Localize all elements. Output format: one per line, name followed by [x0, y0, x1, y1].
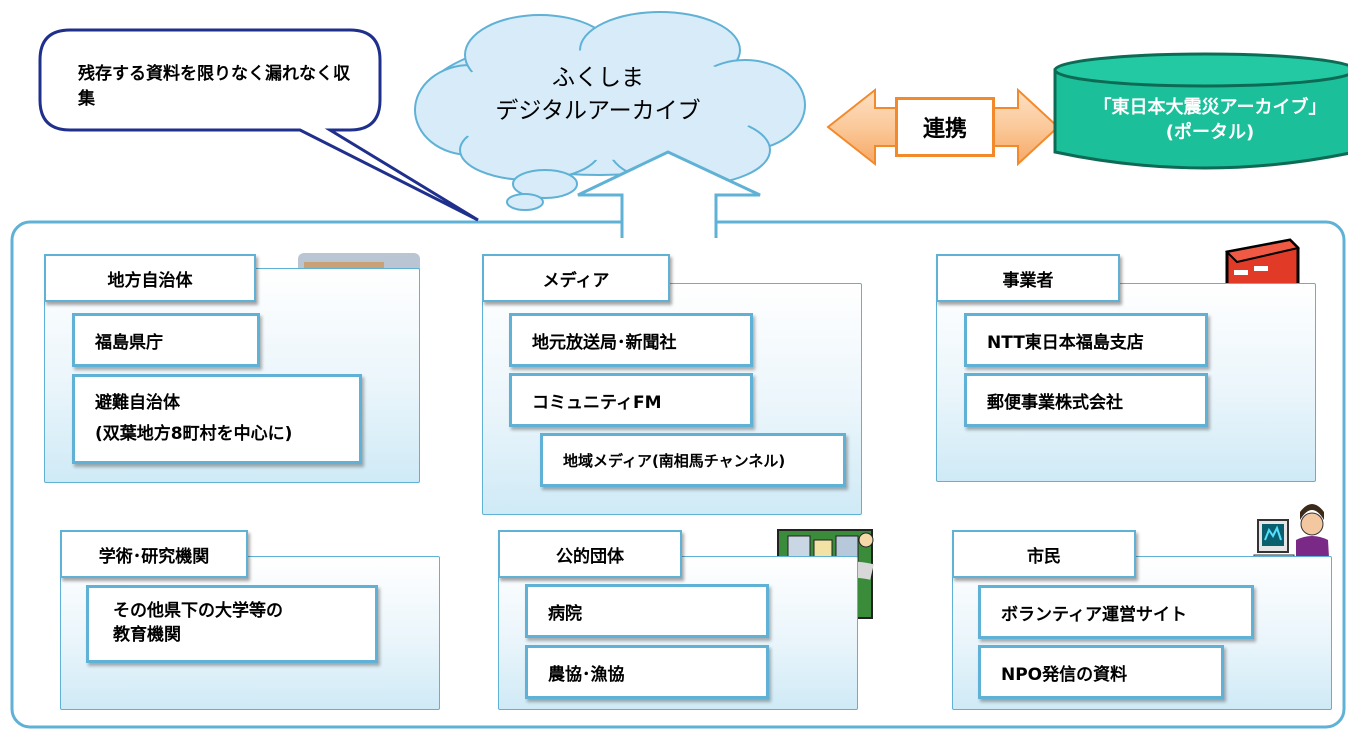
item-universities-line1: その他県下の大学等の [113, 601, 283, 622]
group-title-citizens: 市民 [952, 530, 1136, 578]
group-title-local-government: 地方自治体 [44, 254, 256, 302]
item-regional-media: 地域メディア(南相馬チャンネル) [540, 433, 846, 487]
cloud-title-line1: ふくしま [552, 65, 644, 91]
up-arrow [577, 150, 761, 238]
item-volunteer-sites: ボランティア運営サイト [978, 585, 1254, 639]
item-npo-materials: NPO発信の資料 [978, 645, 1224, 699]
link-label: 連携 [922, 117, 967, 142]
item-other-universities: その他県下の大学等の 教育機関 [86, 585, 378, 663]
cloud-title-line2: デジタルアーカイブ [495, 98, 701, 125]
portal-cylinder [1053, 52, 1348, 170]
item-evacuated-line1: 避難自治体 [95, 393, 180, 414]
item-local-broadcasters: 地元放送局･新聞社 [509, 313, 753, 367]
item-evacuated-line2: (双葉地方8町村を中心に) [95, 424, 293, 444]
item-universities-line2: 教育機関 [113, 625, 181, 645]
item-fukushima-prefecture: 福島県庁 [72, 313, 260, 367]
item-evacuated-municipalities: 避難自治体 (双葉地方8町村を中心に) [72, 374, 362, 464]
item-agri-fishery-coops: 農協･漁協 [525, 645, 769, 699]
cloud-puff-1 [512, 169, 578, 199]
portal-label: 「東日本大震災アーカイブ」 (ポータル) [1065, 95, 1348, 145]
group-title-academic: 学術･研究機関 [60, 530, 248, 578]
speech-bubble [38, 28, 479, 222]
group-title-businesses: 事業者 [936, 254, 1120, 302]
portal-label-line1: 「東日本大震災アーカイブ」 [1093, 97, 1327, 118]
item-community-fm: コミュニティFM [509, 373, 753, 427]
item-hospital: 病院 [525, 584, 769, 638]
bubble-text: 残存する資料を限りなく漏れなく収集 [78, 64, 350, 109]
item-ntt-east: NTT東日本福島支店 [964, 313, 1208, 367]
cloud-title: ふくしま デジタルアーカイブ [478, 62, 718, 129]
group-title-public-organizations: 公的団体 [498, 530, 682, 578]
link-label-box: 連携 [895, 97, 995, 157]
person-at-computer-clipart-icon [1253, 504, 1332, 588]
portal-label-line2: (ポータル) [1165, 122, 1255, 144]
group-title-media: メディア [482, 254, 670, 302]
cloud-puff-2 [506, 193, 544, 211]
item-japan-post: 郵便事業株式会社 [964, 373, 1208, 427]
